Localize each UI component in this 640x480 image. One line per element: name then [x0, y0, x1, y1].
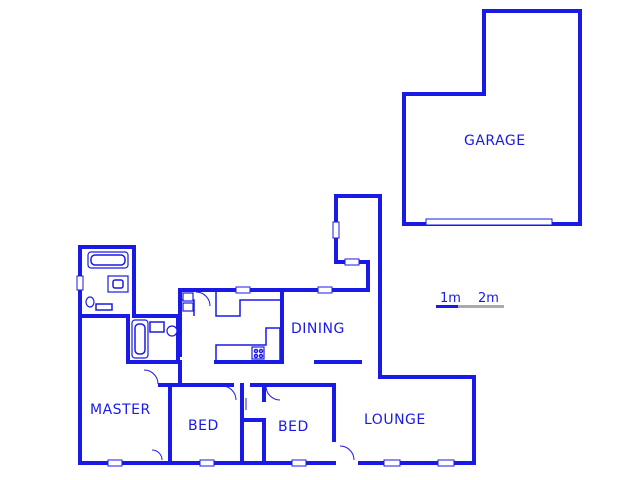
- fixtures: [85, 251, 265, 360]
- room-label-lounge: LOUNGE: [364, 412, 426, 428]
- room-label-garage: GARAGE: [464, 133, 526, 149]
- scale-label-1m: 1m: [440, 291, 461, 306]
- garage-door: [425, 218, 553, 226]
- bathtub-family: [131, 319, 149, 359]
- toilet-master: [85, 296, 95, 308]
- room-label-bed-2: BED: [278, 419, 309, 435]
- garage-block: [402, 9, 582, 226]
- scale-segment-primary: [436, 305, 458, 308]
- scale-bar: 1m 2m: [436, 291, 504, 308]
- shower-master: [107, 275, 129, 293]
- scale-segment-secondary: [458, 305, 504, 308]
- room-label-dining: DINING: [291, 321, 345, 337]
- scale-label-2m: 2m: [478, 291, 499, 306]
- kitchen-sink: [182, 292, 194, 302]
- room-label-bed-1: BED: [188, 418, 219, 434]
- house-walls: [78, 194, 476, 465]
- windows: [76, 221, 455, 467]
- bathtub-master: [87, 251, 129, 269]
- toilet-family: [166, 325, 178, 337]
- room-label-master: MASTER: [90, 402, 151, 418]
- doors: [143, 291, 355, 461]
